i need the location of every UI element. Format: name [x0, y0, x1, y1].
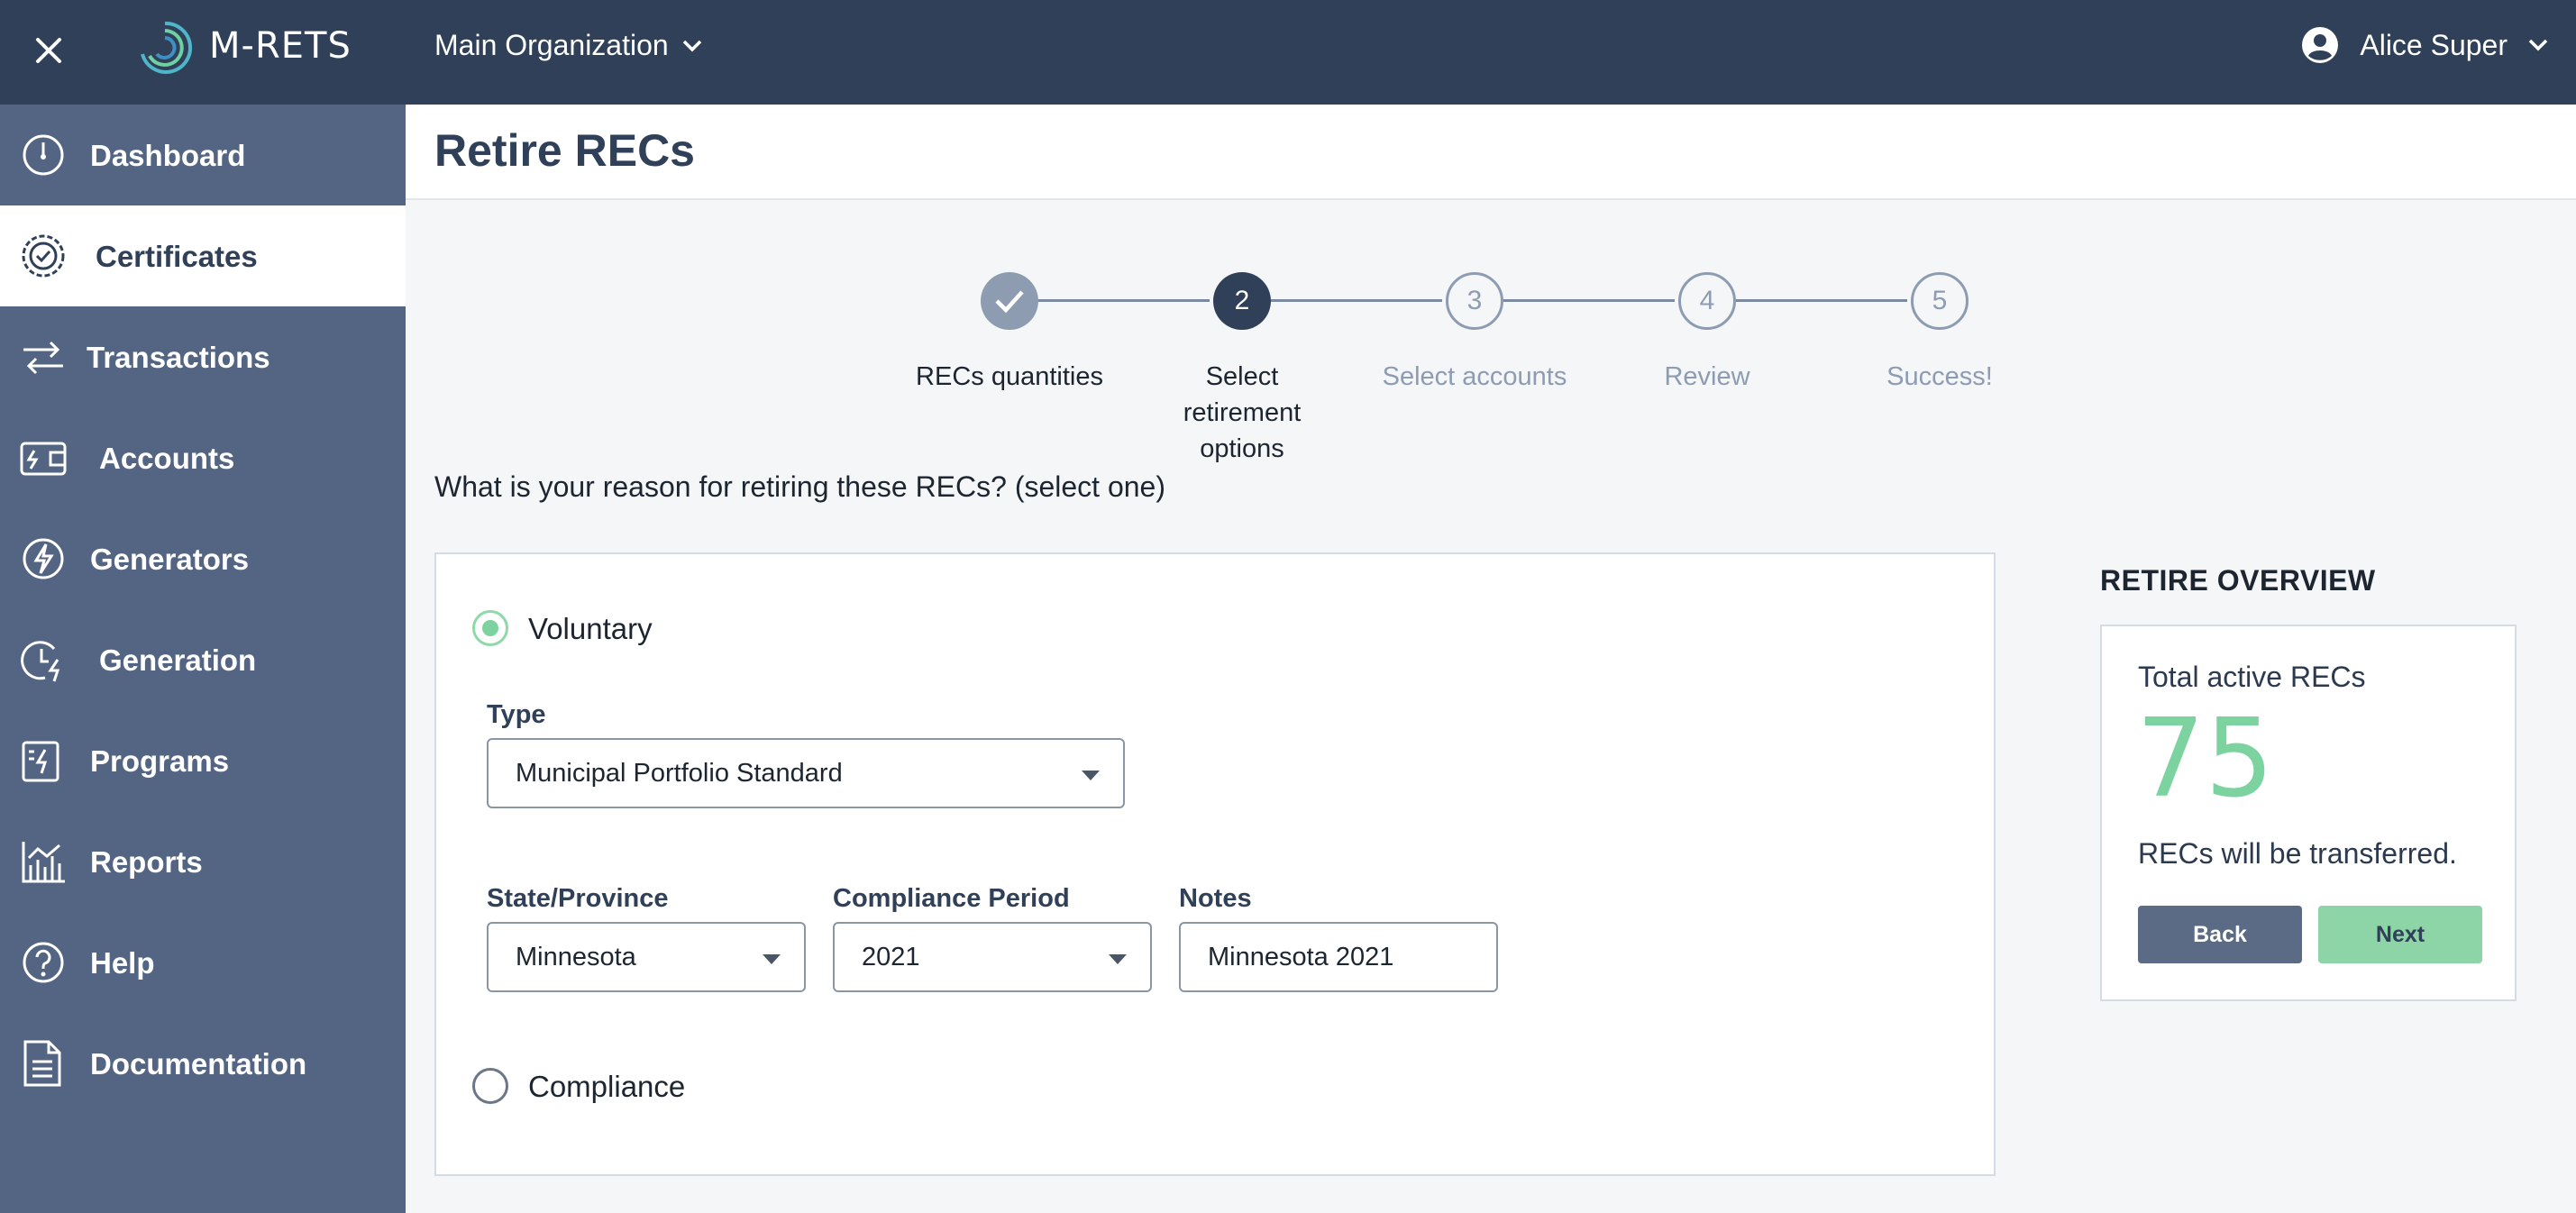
- reports-icon: [22, 842, 65, 883]
- sidebar-item-label: Dashboard: [90, 139, 246, 172]
- step-3-label: Select accounts: [1382, 362, 1567, 391]
- dropdown-caret-icon: [1082, 771, 1100, 780]
- retire-overview-card: Total active RECs 75 RECs will be transf…: [2100, 625, 2517, 1001]
- total-active-recs-label: Total active RECs: [2138, 661, 2366, 693]
- page-header: Retire RECs: [406, 105, 2576, 200]
- page-title: Retire RECs: [434, 125, 695, 176]
- accounts-icon: [20, 442, 67, 476]
- sidebar-item-label: Documentation: [90, 1047, 307, 1081]
- sidebar-item-label: Help: [90, 946, 155, 980]
- notes-label: Notes: [1179, 884, 1252, 913]
- top-bar: M-RETS Main Organization Alice Super: [0, 0, 2576, 105]
- sidebar-item-help[interactable]: Help: [0, 912, 406, 1013]
- sidebar-item-label: Programs: [90, 744, 230, 778]
- back-button[interactable]: Back: [2138, 906, 2302, 963]
- mrets-logo-icon: [141, 21, 193, 74]
- step-2-circle: 2: [1213, 272, 1271, 330]
- sidebar-item-label: Accounts: [99, 442, 235, 475]
- step-5-label: Success!: [1886, 362, 1993, 391]
- step-2-label: Select retirement options: [1183, 362, 1302, 463]
- sidebar-item-documentation[interactable]: Documentation: [0, 1013, 406, 1114]
- compliance-period-select[interactable]: 2021: [833, 922, 1152, 992]
- dropdown-caret-icon: [763, 954, 781, 964]
- state-value: Minnesota: [516, 942, 636, 971]
- sidebar-item-generation[interactable]: Generation: [0, 609, 406, 710]
- state-label: State/Province: [487, 884, 669, 913]
- voluntary-radio[interactable]: [472, 610, 508, 646]
- transactions-icon: [23, 341, 63, 375]
- step-1-label: RECs quantities: [916, 362, 1103, 391]
- chevron-down-icon: [2528, 39, 2548, 51]
- dashboard-icon: [23, 134, 64, 176]
- type-value: Municipal Portfolio Standard: [516, 758, 843, 788]
- sidebar-item-label: Certificates: [96, 240, 258, 273]
- compliance-period-value: 2021: [862, 942, 920, 971]
- step-connector: [1038, 299, 1210, 302]
- next-button[interactable]: Next: [2318, 906, 2482, 963]
- step-connector: [1736, 299, 1907, 302]
- retirement-options-card: Voluntary Type Municipal Portfolio Stand…: [434, 552, 1996, 1176]
- retirement-reason-question: What is your reason for retiring these R…: [434, 470, 1165, 503]
- step-1-circle: [981, 272, 1038, 330]
- checkmark-icon: [995, 290, 1024, 314]
- sidebar: Dashboard Certificates Transactions Acco…: [0, 105, 406, 1213]
- programs-icon: [22, 741, 59, 782]
- sidebar-item-transactions[interactable]: Transactions: [0, 306, 406, 407]
- sidebar-item-reports[interactable]: Reports: [0, 811, 406, 912]
- sidebar-item-label: Generators: [90, 543, 250, 576]
- notes-value: Minnesota 2021: [1208, 942, 1394, 971]
- generation-icon: [21, 641, 60, 682]
- compliance-label: Compliance: [528, 1070, 686, 1103]
- close-icon[interactable]: [27, 29, 70, 72]
- step-4-label: Review: [1664, 362, 1750, 391]
- chevron-down-icon: [682, 40, 701, 51]
- voluntary-label: Voluntary: [528, 612, 653, 645]
- total-active-recs-value: 75: [2136, 697, 2274, 822]
- step-5-circle: 5: [1911, 272, 1969, 330]
- dropdown-caret-icon: [1109, 954, 1127, 964]
- notes-input[interactable]: Minnesota 2021: [1179, 922, 1498, 992]
- sidebar-item-label: Reports: [90, 845, 203, 879]
- compliance-radio[interactable]: [472, 1068, 508, 1104]
- step-connector: [1271, 299, 1442, 302]
- state-select[interactable]: Minnesota: [487, 922, 806, 992]
- help-icon: [23, 942, 64, 983]
- user-menu[interactable]: Alice Super: [2300, 25, 2549, 65]
- retire-overview-title: RETIRE OVERVIEW: [2100, 564, 2376, 597]
- type-label: Type: [487, 700, 546, 729]
- certificate-icon: [22, 234, 65, 278]
- type-select[interactable]: Municipal Portfolio Standard: [487, 738, 1125, 808]
- brand-name: M-RETS: [209, 25, 352, 67]
- generators-icon: [23, 538, 64, 579]
- compliance-period-label: Compliance Period: [833, 884, 1070, 913]
- sidebar-item-label: Generation: [99, 643, 257, 677]
- sidebar-item-programs[interactable]: Programs: [0, 710, 406, 811]
- sidebar-item-dashboard[interactable]: Dashboard: [0, 105, 406, 205]
- user-avatar-icon: [2302, 27, 2339, 63]
- user-name: Alice Super: [2360, 28, 2507, 61]
- step-3-circle: 3: [1446, 272, 1503, 330]
- step-connector: [1503, 299, 1675, 302]
- organization-switcher[interactable]: Main Organization: [434, 29, 703, 62]
- sidebar-item-accounts[interactable]: Accounts: [0, 407, 406, 508]
- step-4-circle: 4: [1678, 272, 1736, 330]
- sidebar-item-certificates[interactable]: Certificates: [0, 205, 406, 306]
- organization-name: Main Organization: [434, 29, 669, 61]
- transfer-text: RECs will be transferred.: [2138, 837, 2457, 870]
- sidebar-item-generators[interactable]: Generators: [0, 508, 406, 609]
- documentation-icon: [23, 1040, 61, 1087]
- sidebar-item-label: Transactions: [87, 341, 270, 374]
